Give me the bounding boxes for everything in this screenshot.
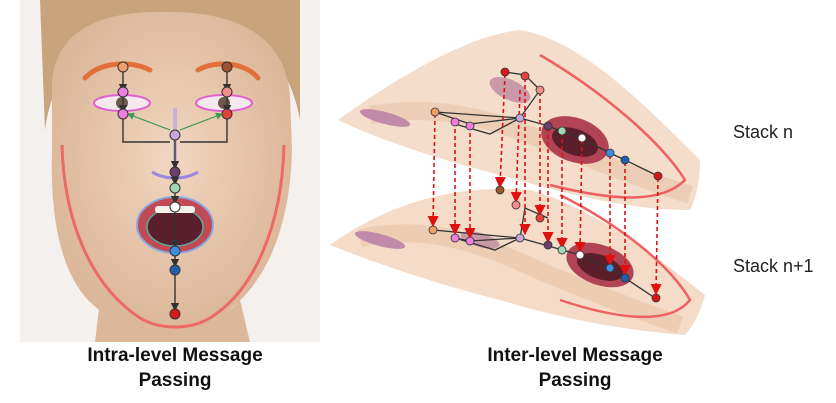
node-nose-root [169, 129, 181, 141]
left-caption-line1: Intra-level Message [87, 345, 263, 366]
node-left-eye-upper [117, 86, 129, 98]
top-node [543, 121, 553, 131]
stack-n-label: Stack n [733, 122, 794, 142]
bottom-node [495, 185, 505, 195]
bottom-node [651, 293, 661, 303]
top-node [515, 113, 525, 123]
bottom-node [535, 213, 545, 223]
right-stacks-panel [330, 30, 705, 335]
right-iris [218, 97, 230, 109]
top-node [653, 171, 663, 181]
node-upper-lip [169, 182, 181, 194]
stack-n-plus-1-label: Stack n+1 [733, 256, 814, 276]
node-nose-tip [169, 166, 181, 178]
node-right-eye-upper [221, 86, 233, 98]
top-jaw-outline [539, 53, 687, 199]
bottom-node [511, 200, 521, 210]
node-right-eyebrow [221, 61, 233, 73]
node-right-eye-lower [221, 108, 233, 120]
neck [95, 300, 250, 342]
top-node [465, 121, 475, 131]
top-node [535, 85, 545, 95]
node-chin [169, 308, 181, 320]
node-mouth-top [169, 201, 181, 213]
top-node [557, 126, 567, 136]
bottom-jaw-outline [559, 193, 692, 319]
top-node [450, 117, 460, 127]
top-node [430, 107, 440, 117]
bottom-node [465, 236, 475, 246]
top-node [577, 133, 587, 143]
right-caption-line2: Passing [538, 370, 612, 391]
left-caption-line2: Passing [138, 370, 212, 391]
bottom-node [557, 245, 567, 255]
jaw-outline-marker [60, 144, 286, 329]
node-left-eye-lower [117, 108, 129, 120]
right-caption-line1: Inter-level Message [487, 345, 663, 366]
stack-bottom-nodes [428, 185, 661, 303]
bottom-node [543, 240, 553, 250]
node-lower-lip [169, 264, 181, 276]
node-mouth-bottom [169, 245, 181, 257]
intra-level-nodes [117, 61, 233, 320]
top-node [500, 67, 510, 77]
intra-level-back-messages [126, 112, 224, 131]
bottom-node [428, 225, 438, 235]
bottom-node [575, 250, 585, 260]
top-node [620, 155, 630, 165]
left-face-panel [20, 0, 320, 342]
left-eyebrow-marker [82, 61, 153, 81]
inter-level-arrows [427, 73, 662, 296]
stack-top-nodes [430, 67, 663, 181]
bottom-node [515, 233, 525, 243]
left-iris [116, 97, 128, 109]
bottom-node [450, 233, 460, 243]
bottom-node [605, 263, 615, 273]
stack-bottom-sheet [330, 188, 705, 335]
bottom-node [620, 273, 630, 283]
left-caption: Intra-level Message Passing [30, 343, 320, 393]
node-left-eyebrow [117, 61, 129, 73]
top-node [605, 148, 615, 158]
top-node [520, 71, 530, 81]
right-caption: Inter-level Message Passing [420, 343, 730, 393]
